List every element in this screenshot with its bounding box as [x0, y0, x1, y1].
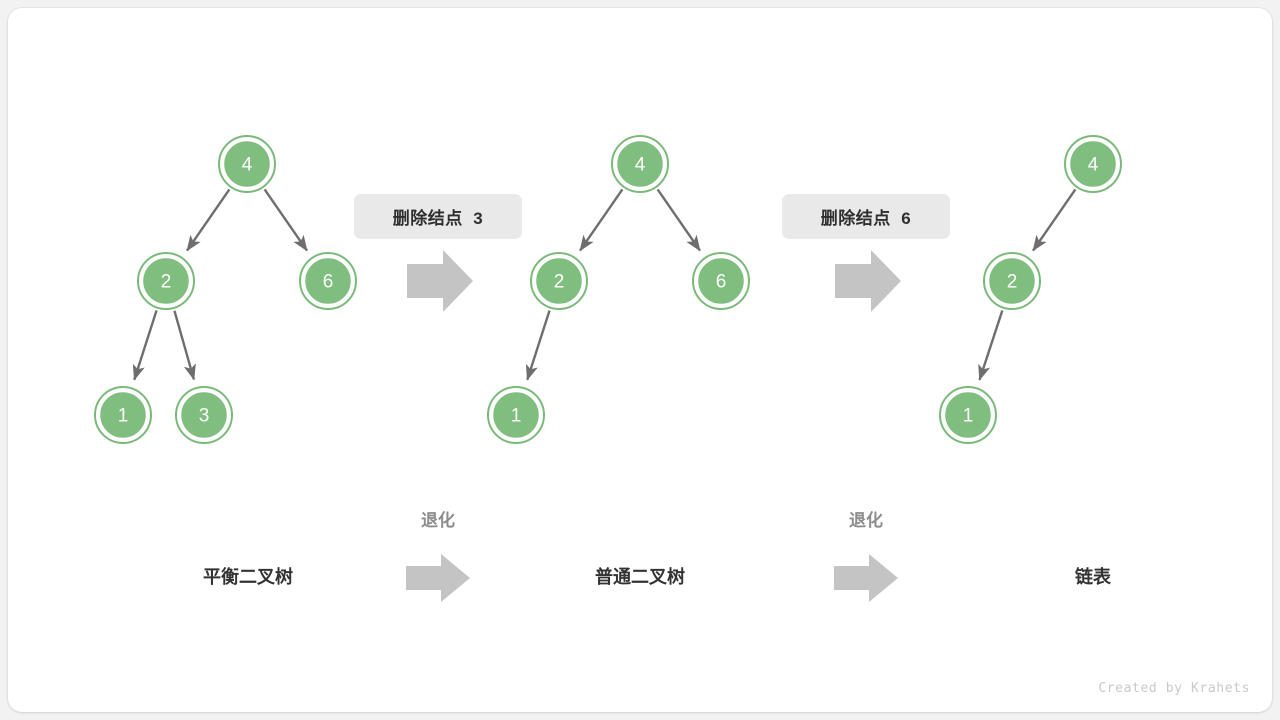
degrade-label-2: 退化: [849, 511, 883, 530]
node-value-label: 2: [554, 272, 565, 293]
node-value-label: 3: [199, 406, 210, 427]
tree-edge: [263, 188, 308, 252]
tree-node: 2: [530, 252, 588, 310]
tree-edge: [978, 310, 1004, 381]
node-outer-ring: [94, 386, 152, 444]
tree-node: 2: [983, 252, 1041, 310]
node-fill: [533, 255, 585, 307]
node-outer-ring: [692, 252, 750, 310]
stage-label-3: 链表: [1075, 567, 1111, 587]
figure-card: [8, 8, 1272, 712]
node-fill: [178, 389, 230, 441]
stage-label-2: 普通二叉树: [595, 567, 685, 587]
operation-box-1: 删除结点 3: [354, 194, 522, 239]
node-outer-ring: [299, 252, 357, 310]
tree-edge: [656, 188, 701, 252]
tree-node: 6: [299, 252, 357, 310]
node-value-label: 6: [716, 272, 727, 293]
node-outer-ring: [1064, 135, 1122, 193]
operation-label-1: 删除结点 3: [392, 209, 484, 228]
node-outer-ring: [530, 252, 588, 310]
node-outer-ring: [137, 252, 195, 310]
node-value-label: 1: [963, 406, 974, 427]
node-fill: [302, 255, 354, 307]
block-arrows: [406, 250, 901, 602]
node-outer-ring: [218, 135, 276, 193]
tree-nodes: 4 2 6 1 3 4 2 6 1 4 2 1: [94, 135, 1122, 444]
tree-node: 4: [1064, 135, 1122, 193]
node-value-label: 4: [635, 155, 646, 176]
tree-edge: [525, 310, 551, 381]
degrade-label-1: 退化: [421, 511, 455, 530]
operation-box-2: 删除结点 6: [782, 194, 950, 239]
tree-node: 6: [692, 252, 750, 310]
node-fill: [986, 255, 1038, 307]
tree-node: 3: [175, 386, 233, 444]
node-fill: [97, 389, 149, 441]
tree-node: 4: [611, 135, 669, 193]
operation-label-2: 删除结点 6: [820, 209, 912, 228]
node-value-label: 1: [118, 406, 129, 427]
tree-edge: [132, 310, 158, 381]
node-fill: [221, 138, 273, 190]
credit-text: Created by Krahets: [1098, 681, 1250, 696]
node-outer-ring: [939, 386, 997, 444]
node-value-label: 1: [511, 406, 522, 427]
node-value-label: 6: [323, 272, 334, 293]
node-fill: [614, 138, 666, 190]
degrade-arrow-2: [834, 554, 898, 602]
tree-edge: [1032, 188, 1077, 252]
node-fill: [1067, 138, 1119, 190]
node-value-label: 4: [242, 155, 253, 176]
tree-node: 2: [137, 252, 195, 310]
tree-edges: [132, 188, 1077, 381]
node-outer-ring: [175, 386, 233, 444]
tree-node: 1: [939, 386, 997, 444]
node-value-label: 2: [1007, 272, 1018, 293]
node-fill: [695, 255, 747, 307]
tree-node: 4: [218, 135, 276, 193]
tree-edge: [579, 188, 624, 252]
node-fill: [140, 255, 192, 307]
node-outer-ring: [611, 135, 669, 193]
tree-node: 1: [487, 386, 545, 444]
node-value-label: 2: [161, 272, 172, 293]
transition-arrow-2: [835, 250, 901, 312]
stage-label-1: 平衡二叉树: [203, 567, 293, 587]
degrade-arrow-1: [406, 554, 470, 602]
node-outer-ring: [487, 386, 545, 444]
node-value-label: 4: [1088, 155, 1099, 176]
node-fill: [490, 389, 542, 441]
tree-node: 1: [94, 386, 152, 444]
tree-edge: [186, 188, 231, 252]
tree-edge: [173, 310, 196, 381]
node-outer-ring: [983, 252, 1041, 310]
transition-arrow-1: [407, 250, 473, 312]
node-fill: [942, 389, 994, 441]
